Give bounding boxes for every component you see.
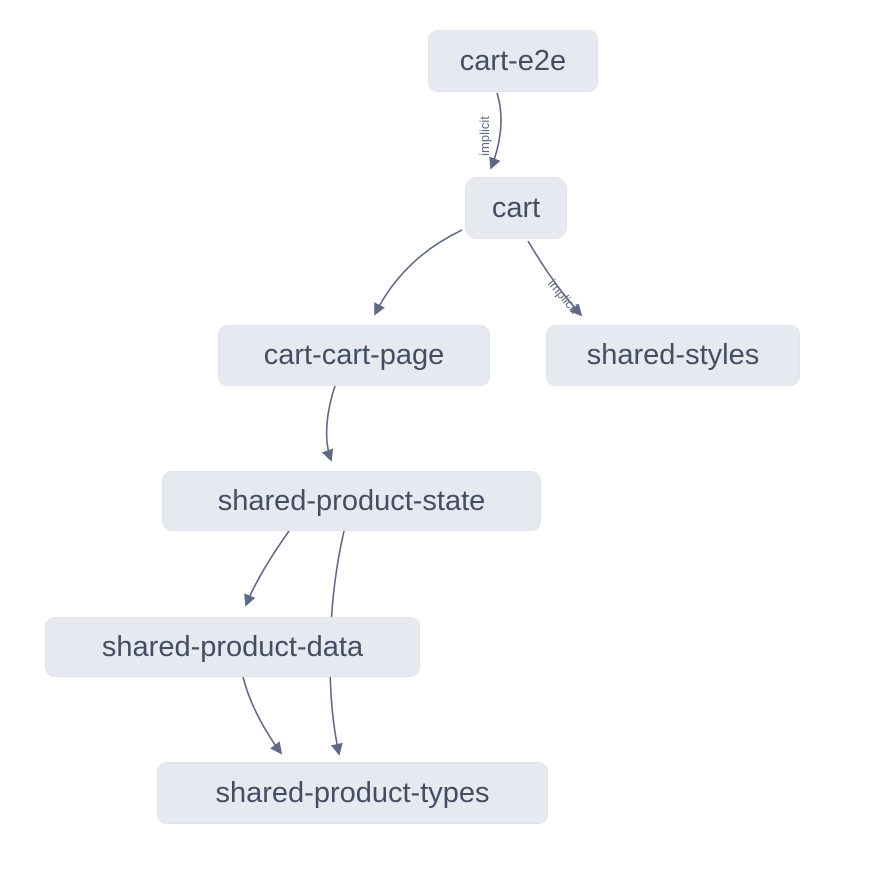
node-shared-product-state[interactable]: shared-product-state <box>162 471 541 531</box>
node-shared-styles[interactable]: shared-styles <box>546 325 800 386</box>
node-shared-product-data[interactable]: shared-product-data <box>45 617 420 677</box>
node-cart-cart-page[interactable]: cart-cart-page <box>218 325 490 386</box>
edge-label-implicit-cart-shared-styles: implicit <box>545 276 582 316</box>
edge-shared-product-state-to-shared-product-data <box>244 530 290 607</box>
edge-label-implicit-cart-e2e-cart: implicit <box>477 116 492 156</box>
node-cart[interactable]: cart <box>465 177 567 239</box>
edge-cart-e2e-to-cart <box>489 92 502 170</box>
node-cart-e2e[interactable]: cart-e2e <box>428 30 598 92</box>
node-shared-product-types[interactable]: shared-product-types <box>157 762 548 824</box>
edge-shared-product-data-to-shared-product-types <box>242 676 283 755</box>
edge-cart-to-cart-cart-page <box>374 229 463 316</box>
edge-cart-to-shared-styles <box>527 240 583 317</box>
edge-cart-cart-page-to-shared-product-state <box>321 385 336 462</box>
